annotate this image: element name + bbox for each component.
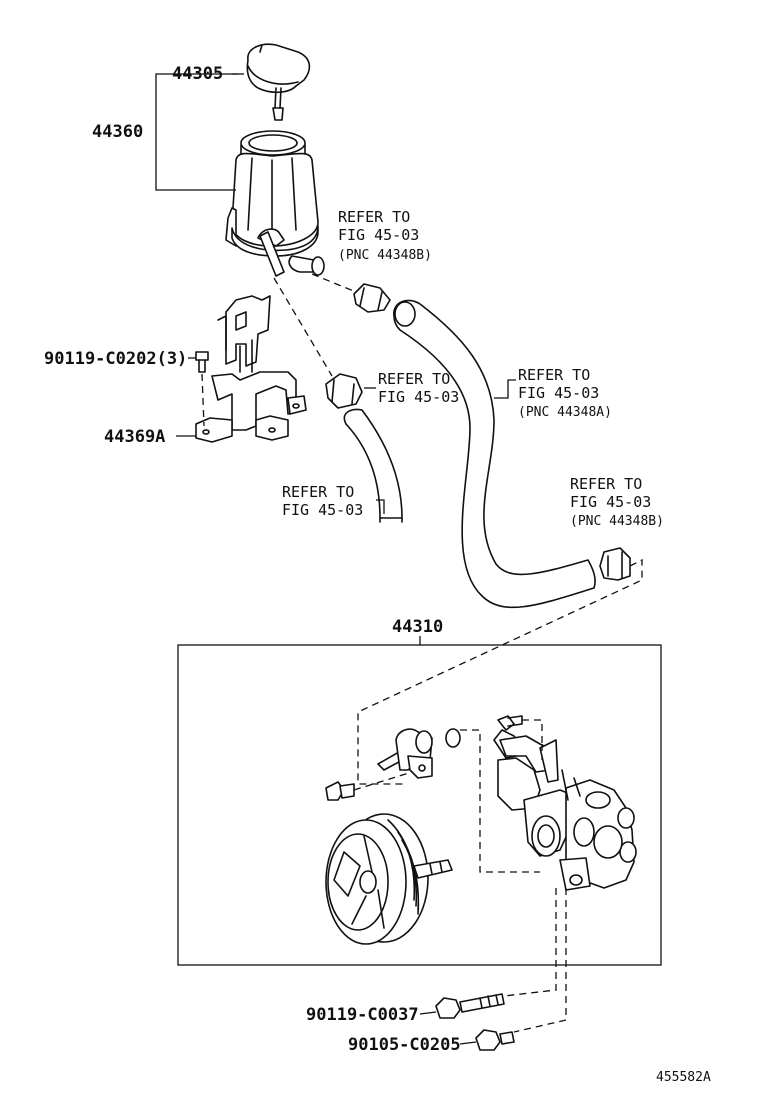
figure-id: 455582A (656, 1070, 711, 1085)
pump-bolt-short[interactable] (475, 1029, 515, 1051)
union-o-ring[interactable] (445, 728, 461, 748)
ref2-line2: FIG 45-03 (378, 388, 459, 406)
pump-top-bolt[interactable] (497, 715, 523, 731)
label-44310: 44310 (392, 617, 443, 637)
ref4-line2: FIG 45-03 (282, 501, 363, 519)
hose-clamp-upper[interactable] (353, 283, 391, 313)
ref5-line2: FIG 45-03 (570, 493, 651, 511)
pump-pulley[interactable] (325, 813, 429, 945)
ref3-line1: REFER TO (518, 366, 590, 384)
reservoir-cap[interactable] (246, 43, 311, 121)
ref3-line3: (PNC 44348A) (518, 405, 612, 420)
label-44305: 44305 (172, 64, 223, 84)
pump-shaft[interactable] (413, 859, 453, 879)
bracket-bolt[interactable] (195, 351, 209, 373)
ref1-line2: FIG 45-03 (338, 226, 419, 244)
suction-hose[interactable] (343, 408, 403, 523)
ref1-line1: REFER TO (338, 208, 410, 226)
return-hose[interactable] (393, 299, 596, 609)
label-44369a: 44369A (104, 427, 165, 447)
ref2-line1: REFER TO (378, 370, 450, 388)
label-90119-c0202: 90119-C0202(3) (44, 349, 187, 369)
ref5-line3: (PNC 44348B) (570, 514, 664, 529)
hose-clamp-middle[interactable] (325, 373, 363, 409)
ref3-line2: FIG 45-03 (518, 384, 599, 402)
ref5-line1: REFER TO (570, 475, 642, 493)
ref1-line3: (PNC 44348B) (338, 248, 432, 263)
reservoir-bracket[interactable] (195, 295, 307, 443)
label-44360: 44360 (92, 122, 143, 142)
pump-bolt-long[interactable] (435, 993, 505, 1019)
label-90119-c0037: 90119-C0037 (306, 1005, 419, 1025)
reservoir-tank[interactable] (225, 130, 325, 277)
ref4-line1: REFER TO (282, 483, 354, 501)
pump-body[interactable] (493, 729, 637, 891)
label-90105-c0205: 90105-C0205 (348, 1035, 461, 1055)
hose-clamp-lower[interactable] (599, 547, 631, 581)
union-bolt[interactable] (325, 781, 355, 801)
inlet-union[interactable] (377, 728, 433, 779)
